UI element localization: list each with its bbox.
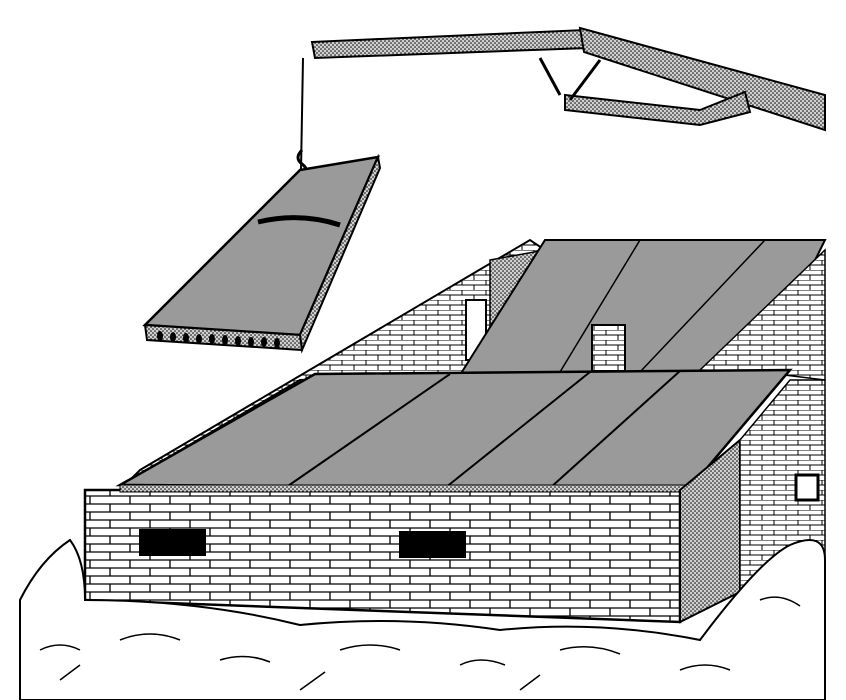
crane-hydraulic-arm [564,90,752,127]
window-right [399,531,466,558]
ring-beam [119,484,691,493]
hoist-cable [300,57,304,171]
back-roof-joints [559,239,766,373]
front-roof-joints [284,370,681,489]
window-side [794,473,820,502]
slab-cores [157,331,280,348]
ground-texture [39,596,801,691]
front-roof [115,368,793,490]
right-wing-wall [739,379,826,593]
building [83,238,827,624]
crane-jib [310,28,590,60]
window-left [139,529,206,556]
crane-strut [538,57,602,101]
hanging-slab [142,153,382,354]
crane [296,26,826,179]
crane-boom [578,26,826,132]
lifting-strap [257,215,341,228]
